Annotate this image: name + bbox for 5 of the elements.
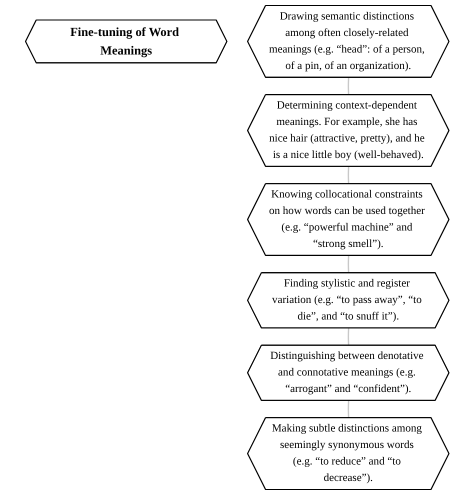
connector [347, 328, 350, 346]
connector [347, 166, 350, 184]
connector [347, 400, 350, 418]
connector [347, 78, 350, 95]
connector [347, 256, 350, 274]
